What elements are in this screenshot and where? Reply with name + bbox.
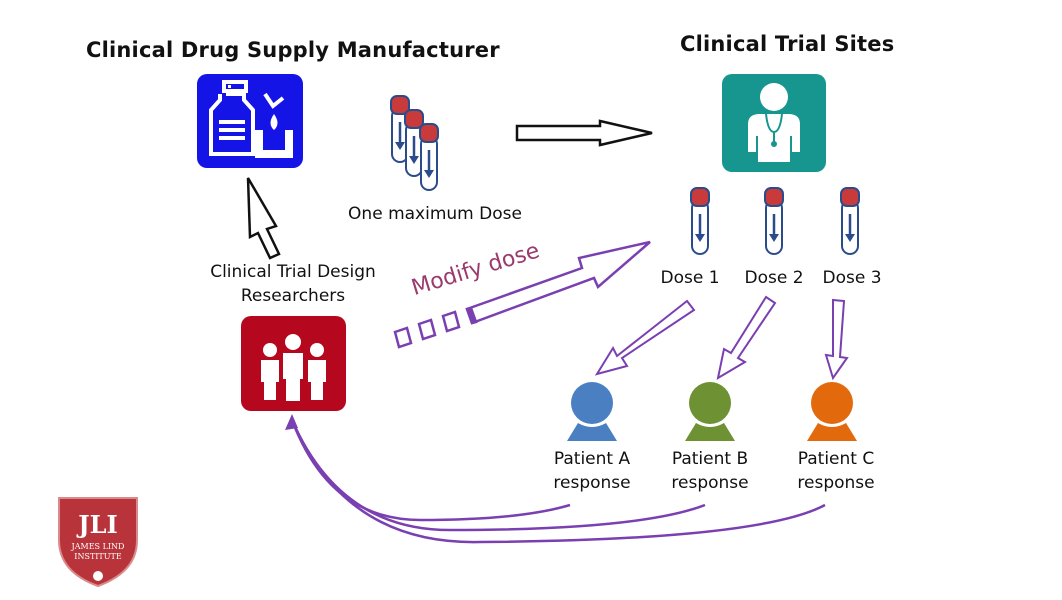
dose-3-to-patient-c-arrow (824, 298, 849, 381)
patient-c-name: Patient C (797, 449, 875, 469)
feedback-arrowhead (285, 414, 298, 430)
dose-1-to-patient-a-arrow (594, 299, 696, 376)
doctor-icon (748, 83, 800, 162)
dose-1-label: Dose 1 (660, 268, 720, 288)
medicine-bottle-icon (209, 80, 293, 158)
patient-a-name: Patient A (553, 449, 631, 469)
dose-1-vial-icon (690, 187, 710, 255)
sites-title: Clinical Trial Sites (680, 32, 895, 56)
researchers-icon-box (241, 316, 346, 411)
patient-b-label: Patient B response (650, 447, 770, 495)
manufacturer-icon-box (197, 74, 303, 168)
manufacturer-title: Clinical Drug Supply Manufacturer (86, 38, 500, 62)
group-icon (261, 334, 326, 401)
patient-b-icon (685, 382, 735, 441)
dose-2-to-patient-b-arrow (716, 295, 777, 381)
patient-b-name: Patient B (671, 449, 749, 469)
dose-3-label: Dose 3 (822, 268, 882, 288)
patient-a-response: response (553, 473, 631, 493)
patient-a-label: Patient A response (532, 447, 652, 495)
supply-arrow (515, 119, 653, 147)
researchers-label-line1: Clinical Trial Design (210, 262, 376, 282)
vials-icon (390, 95, 439, 191)
dose-3-vial-icon (840, 187, 860, 255)
patient-a-icon (567, 382, 617, 441)
patient-b-response: response (671, 473, 749, 493)
researchers-label: Clinical Trial Design Researchers (180, 260, 406, 308)
jli-logo: JLI JAMES LIND INSTITUTE (57, 496, 139, 588)
max-dose-label: One maximum Dose (348, 204, 522, 224)
patient-c-response: response (797, 473, 875, 493)
jli-name-line2: INSTITUTE (74, 552, 122, 561)
dose-2-label: Dose 2 (744, 268, 804, 288)
sites-icon-box (722, 74, 826, 172)
modify-dose-label: Modify dose (408, 238, 543, 301)
jli-name-line1: JAMES LIND (71, 542, 125, 551)
patient-c-icon (807, 382, 857, 441)
jli-initials: JLI (78, 510, 118, 539)
patient-c-label: Patient C response (776, 447, 896, 495)
dose-2-vial-icon (764, 187, 784, 255)
researchers-label-line2: Researchers (240, 286, 346, 306)
design-arrow (246, 177, 281, 260)
